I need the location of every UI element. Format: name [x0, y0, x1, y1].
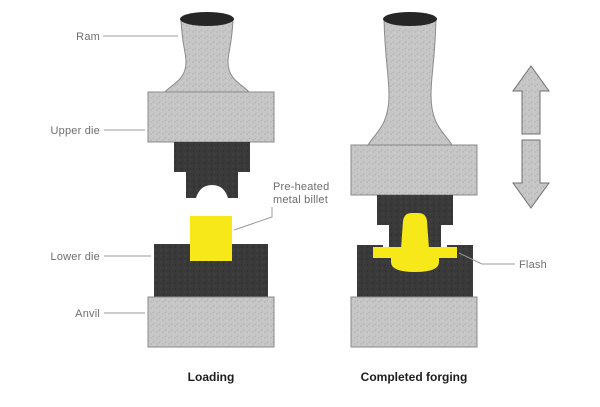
block-arrow-up-icon [512, 65, 550, 135]
ram-shaft [163, 18, 251, 93]
label-lower-die: Lower die [51, 251, 101, 263]
label-upper-die: Upper die [51, 125, 101, 137]
label-anvil: Anvil [75, 308, 100, 320]
forged-part-top [401, 213, 429, 249]
label-flash: Flash [519, 259, 547, 271]
ram-shaft-completed [367, 18, 453, 146]
block-arrow-down-icon [512, 139, 550, 209]
leader-flash [458, 252, 515, 265]
leader-billet [233, 207, 273, 231]
upper-die [174, 142, 250, 198]
forged-part-bottom [391, 257, 439, 272]
label-billet-line1: Pre-heated [273, 181, 329, 193]
labels: Ram Upper die Pre-heated metal billet Lo… [51, 31, 547, 320]
ram-motion-arrows [512, 65, 550, 209]
leader-lines [103, 35, 515, 314]
flash-band [373, 247, 457, 258]
anvil [147, 296, 275, 348]
upper-die-holder [147, 91, 275, 143]
metal-billet [190, 216, 232, 261]
ram-top-cap [180, 12, 234, 26]
label-ram: Ram [76, 31, 100, 43]
label-billet-line2: metal billet [273, 194, 328, 206]
caption-completed-forging: Completed forging [361, 370, 468, 384]
completed-forging-stage [350, 12, 478, 348]
caption-loading: Loading [188, 370, 235, 384]
upper-die-holder-completed [350, 144, 478, 196]
anvil-completed [350, 296, 478, 348]
ram-top-cap-completed [383, 12, 437, 26]
loading-stage [147, 12, 275, 348]
lower-die [154, 244, 268, 297]
captions: Loading Completed forging [188, 370, 468, 384]
